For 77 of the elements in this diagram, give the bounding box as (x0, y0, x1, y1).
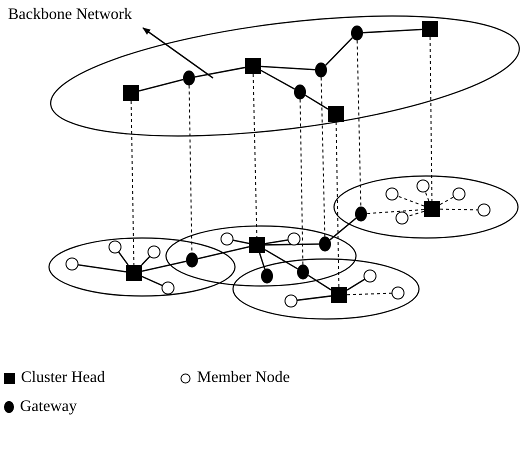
square-node (245, 58, 261, 74)
legend-label: Member Node (197, 368, 290, 388)
legend-label: Cluster Head (21, 368, 105, 388)
cluster-ellipse (333, 175, 519, 239)
leader-arrow (142, 27, 214, 79)
link-line (78, 264, 126, 273)
circle-node (66, 258, 78, 270)
circle-node (364, 270, 376, 282)
filled-circle-node (355, 206, 367, 222)
link-line (260, 66, 316, 70)
filled-circle-node (319, 236, 331, 252)
link-line (305, 94, 328, 110)
cluster-ellipse (232, 258, 420, 320)
link-line (142, 260, 186, 272)
dashed-link (397, 196, 424, 206)
dashed-link (366, 209, 424, 214)
filled-circle-node (315, 62, 327, 78)
link-line (142, 276, 163, 286)
link-line (265, 243, 319, 246)
dashed-link (336, 122, 340, 288)
circle-node (386, 188, 398, 200)
filled-circle-node (294, 84, 306, 100)
circle-node (288, 232, 300, 246)
dashed-link (407, 210, 424, 217)
link-line (264, 249, 298, 270)
link-line (141, 256, 150, 266)
circle-node (416, 180, 430, 192)
dashed-link (130, 100, 134, 266)
circle-node (452, 188, 466, 200)
circle-node (284, 294, 298, 308)
filled-circle-node (351, 26, 363, 40)
square-node (249, 237, 265, 253)
dashed-link (424, 191, 430, 202)
dashed-link (430, 36, 432, 202)
network-label: Backbone Network (8, 4, 132, 26)
dashed-link (300, 99, 304, 265)
link-line (264, 239, 288, 244)
square-node (126, 265, 142, 281)
cluster-ellipse (165, 225, 357, 287)
filled-circle-node (186, 252, 198, 268)
filled-circle-node (261, 268, 273, 284)
square-node (424, 201, 440, 217)
legend-label: Gateway (20, 397, 77, 417)
cluster-ellipse (48, 237, 236, 297)
dashed-link (346, 292, 392, 296)
link-line (194, 66, 246, 78)
link-line (258, 252, 266, 270)
link-line (198, 246, 250, 260)
filled-circle-node (297, 264, 309, 280)
link-line (325, 37, 353, 66)
link-line (232, 239, 250, 244)
square-node (422, 21, 438, 37)
circle-node (148, 246, 160, 258)
link-line (118, 251, 129, 266)
circle-node (396, 212, 408, 224)
circle-node (392, 286, 404, 300)
dashed-link (320, 77, 326, 237)
dashed-link (440, 208, 478, 210)
link-line (346, 278, 366, 291)
square-node (331, 287, 347, 303)
circle-node (478, 204, 490, 216)
dashed-link (356, 40, 362, 207)
circle-node (108, 240, 122, 254)
circle-node (162, 282, 174, 294)
link-line (362, 28, 422, 34)
link-line (260, 70, 295, 90)
dashed-link (188, 85, 192, 253)
circle-node (220, 232, 234, 246)
link-line (330, 218, 356, 240)
link-line (308, 274, 332, 290)
square-node (328, 106, 344, 122)
filled-circle-node (183, 70, 195, 86)
dashed-link (440, 196, 454, 206)
square-node (123, 85, 139, 101)
link-line (138, 78, 184, 92)
link-line (296, 295, 332, 301)
dashed-link (252, 74, 258, 238)
